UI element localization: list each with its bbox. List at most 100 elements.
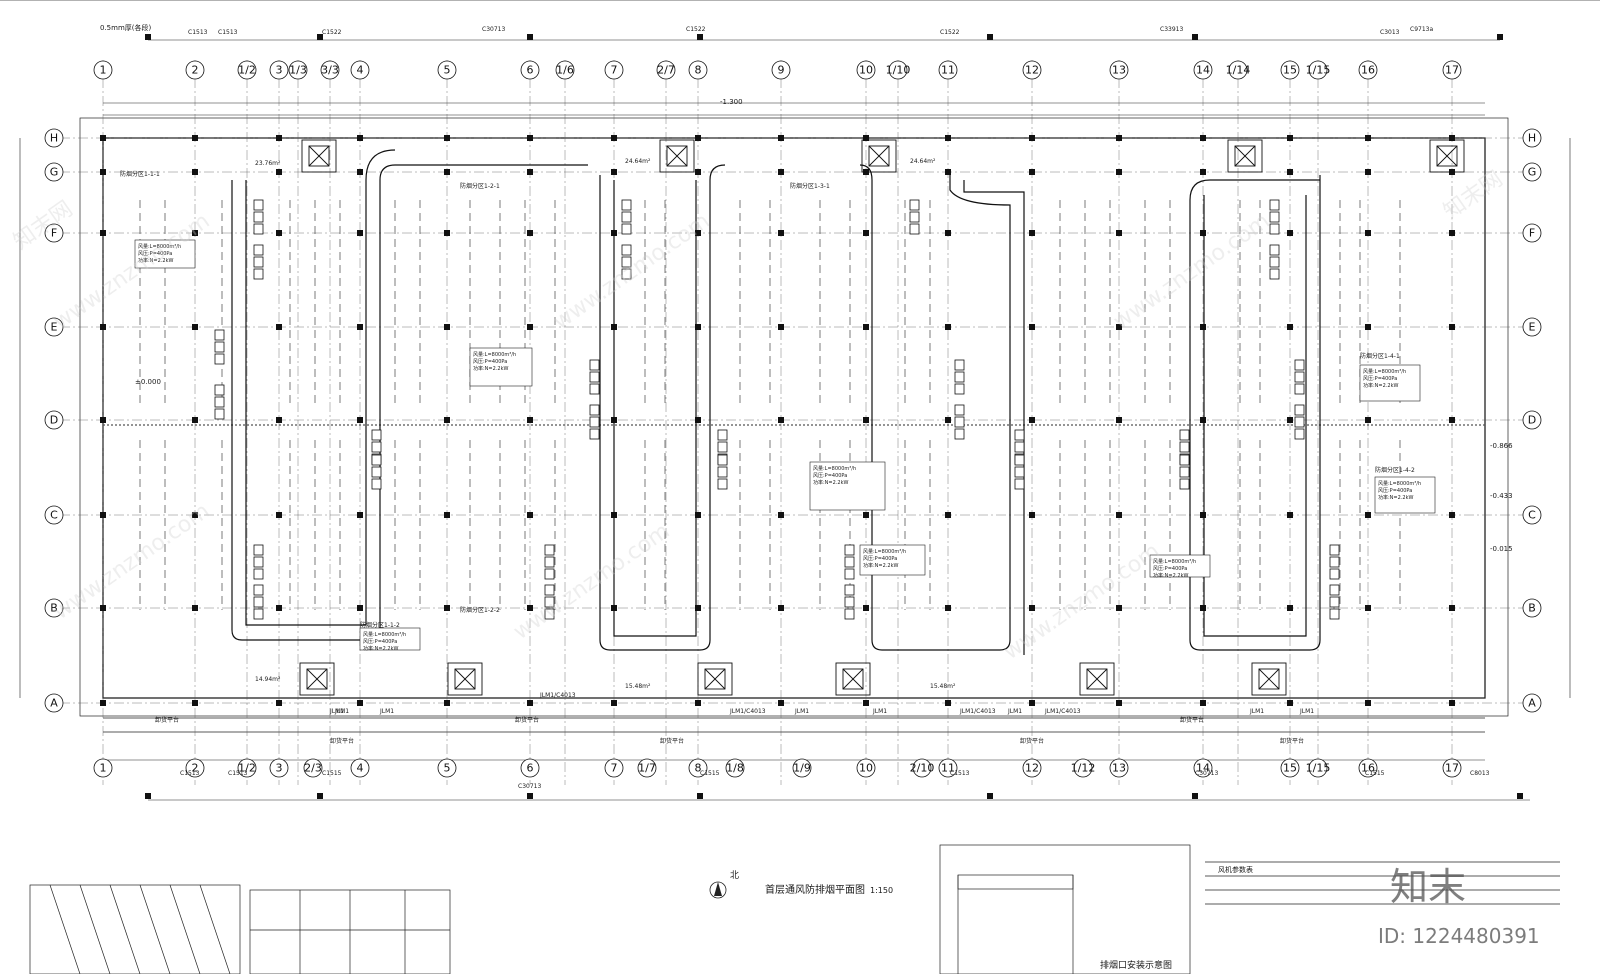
smoke-vent-0-2: [253, 223, 264, 235]
smoke-vent-8-0: [621, 199, 632, 211]
smoke-vent-13-0: [717, 454, 728, 466]
axis-bottom-10: 8: [695, 762, 702, 775]
north-arrow: 北: [709, 870, 739, 899]
smoke-vent-10-0: [589, 359, 600, 371]
window-tag-4: C1522: [686, 26, 706, 33]
area-note-1: 24.64m²: [625, 158, 651, 165]
smoke-vent-28-1: [1179, 466, 1190, 478]
elevation-2: -0.866: [1490, 442, 1513, 450]
axis-bottom-3: 3: [276, 762, 283, 775]
axis-top-14-bubble: [856, 60, 876, 80]
axis-top-7: 5: [444, 64, 451, 77]
zone-label-6: 防烟分区1-4-1: [1360, 352, 1400, 360]
note-line-5-2: 功率:N=2.2kW: [863, 562, 898, 569]
axis-top-24-bubble: [1442, 60, 1462, 80]
smoke-vent-15-0: [544, 584, 555, 596]
core-3: [1227, 139, 1263, 173]
axis-bottom-8: 7: [611, 762, 618, 775]
core-10: [1251, 662, 1287, 696]
axis-top-0: 1: [100, 64, 107, 77]
axis-top-22-bubble: [1308, 60, 1328, 80]
axis-bottom-7: 6: [527, 762, 534, 775]
axis-left-0: H: [50, 132, 58, 145]
axis-bottom-14: 2/10: [910, 762, 935, 775]
zone-label-3: 防烟分区1-2-2: [460, 606, 500, 614]
axis-bottom-2-bubble: [237, 758, 257, 778]
axis-bottom-11-bubble: [725, 758, 745, 778]
elevation-3: -0.433: [1490, 492, 1513, 500]
smoke-vent-7-2: [253, 608, 264, 620]
door-tag-6: JLM1: [872, 708, 887, 715]
axis-bottom-21: 1/15: [1306, 762, 1331, 775]
smoke-vent-18-0: [954, 404, 965, 416]
axis-top-13-bubble: [771, 60, 791, 80]
platform-tag-5: 卸货平台: [1180, 716, 1204, 724]
smoke-vent-3-0: [214, 384, 225, 396]
axis-bottom-4: 2/3: [304, 762, 322, 775]
axis-bottom-0-bubble: [93, 758, 113, 778]
bottom-legend-area: [29, 844, 1560, 974]
smoke-vent-20-2: [1014, 478, 1025, 490]
platform-tag-3: 卸货平台: [660, 737, 684, 745]
note-line-1-2: 功率:N=2.2kW: [473, 365, 508, 372]
door-tag-10: JLM1: [1249, 708, 1264, 715]
smoke-vent-18-2: [954, 428, 965, 440]
drawing-title: 首层通风防排烟平面图: [765, 883, 865, 896]
smoke-vent-30-0: [1329, 584, 1340, 596]
axis-right-7-bubble: [1522, 693, 1542, 713]
smoke-vent-3-2: [214, 408, 225, 420]
note-line-4-0: 风量:L=8000m³/h: [1378, 480, 1421, 487]
door-tag-1: JLM1/C4013: [539, 692, 576, 699]
smoke-vent-1-0: [253, 244, 264, 256]
smoke-vent-24-1: [1269, 256, 1280, 268]
axis-top-12: 8: [695, 64, 702, 77]
smoke-vent-5-2: [371, 478, 382, 490]
axis-left-5-bubble: [44, 505, 64, 525]
door-tag-5: JLM1: [794, 708, 809, 715]
zone-label-1: 防烟分区1-1-2: [360, 621, 400, 629]
smoke-vent-5-0: [371, 454, 382, 466]
drawing-scale: 1:150: [870, 886, 893, 895]
axis-top-5-bubble: [320, 60, 340, 80]
axis-top-11-bubble: [656, 60, 676, 80]
smoke-vent-8-1: [621, 211, 632, 223]
axis-top-18-bubble: [1109, 60, 1129, 80]
smoke-vent-6-0: [253, 544, 264, 556]
note-box-3: [1359, 364, 1421, 402]
note-box-5: [859, 544, 926, 576]
axis-top-15: 1/10: [886, 64, 911, 77]
smoke-vent-1-1: [253, 256, 264, 268]
core-8: [835, 662, 871, 696]
note-box-6: [1149, 554, 1211, 578]
smoke-vent-0-1: [253, 211, 264, 223]
zone-label-7: 防烟分区1-4-2: [1375, 466, 1415, 474]
smoke-vent-29-1: [1329, 556, 1340, 568]
note-line-3-1: 风压:P=400Pa: [1363, 376, 1397, 382]
smoke-vent-11-1: [589, 416, 600, 428]
door-tag-8: JLM1: [1007, 708, 1022, 715]
axis-top-14: 10: [859, 64, 873, 77]
area-note-2: 15.48m²: [625, 683, 651, 690]
smoke-vent-25-0: [1294, 359, 1305, 371]
smoke-vent-16-1: [909, 211, 920, 223]
smoke-vent-11-2: [589, 428, 600, 440]
axis-top-17-bubble: [1022, 60, 1042, 80]
core-6: [447, 662, 483, 696]
smoke-vent-28-0: [1179, 454, 1190, 466]
axis-bottom-23-bubble: [1442, 758, 1462, 778]
smoke-vent-19-0: [1014, 429, 1025, 441]
axis-top-19: 14: [1196, 64, 1210, 77]
axis-bottom-20: 15: [1283, 762, 1297, 775]
smoke-vent-9-1: [621, 256, 632, 268]
smoke-vent-27-0: [1179, 429, 1190, 441]
axis-right-3-bubble: [1522, 317, 1542, 337]
window-tag-7: C3013: [1380, 29, 1400, 36]
window-tag-13: C1515: [700, 770, 720, 777]
axis-left-1-bubble: [44, 162, 64, 182]
window-tag-17: C8013: [1470, 770, 1490, 777]
